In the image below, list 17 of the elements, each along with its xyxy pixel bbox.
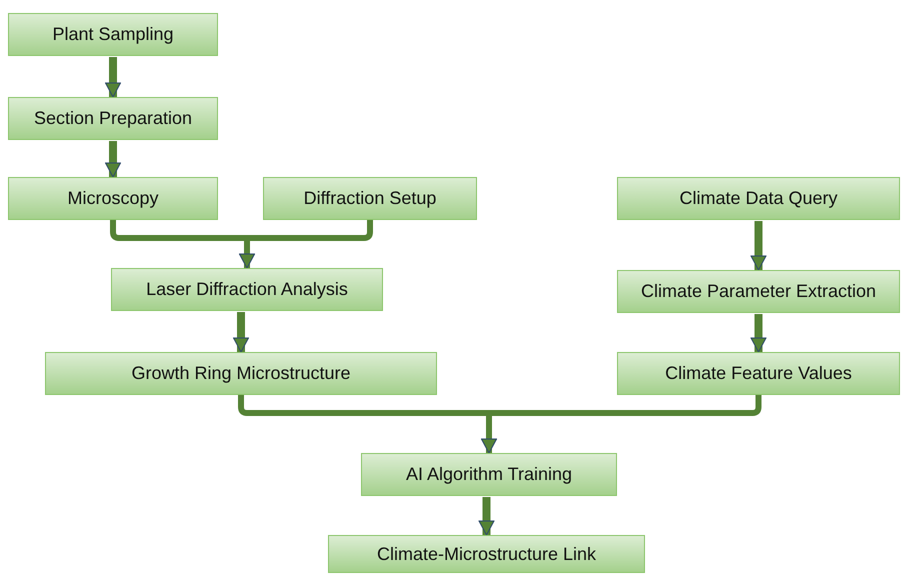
process-box: Microscopy — [8, 177, 218, 220]
arrow — [478, 497, 494, 536]
arrow — [105, 57, 121, 98]
process-box: Climate Feature Values — [617, 352, 900, 395]
process-box: AI Algorithm Training — [361, 453, 617, 496]
arrow — [233, 312, 249, 352]
process-box: Plant Sampling — [8, 13, 218, 56]
process-box: Diffraction Setup — [263, 177, 477, 220]
process-box: Climate Parameter Extraction — [617, 270, 900, 313]
arrow — [750, 221, 766, 270]
process-box: Climate Data Query — [617, 177, 900, 220]
process-box: Section Preparation — [8, 97, 218, 140]
arrow — [105, 141, 121, 178]
process-box: Laser Diffraction Analysis — [111, 268, 383, 311]
process-box: Growth Ring Microstructure — [45, 352, 437, 395]
process-box: Climate-Microstructure Link — [328, 535, 645, 573]
arrow — [750, 314, 766, 352]
